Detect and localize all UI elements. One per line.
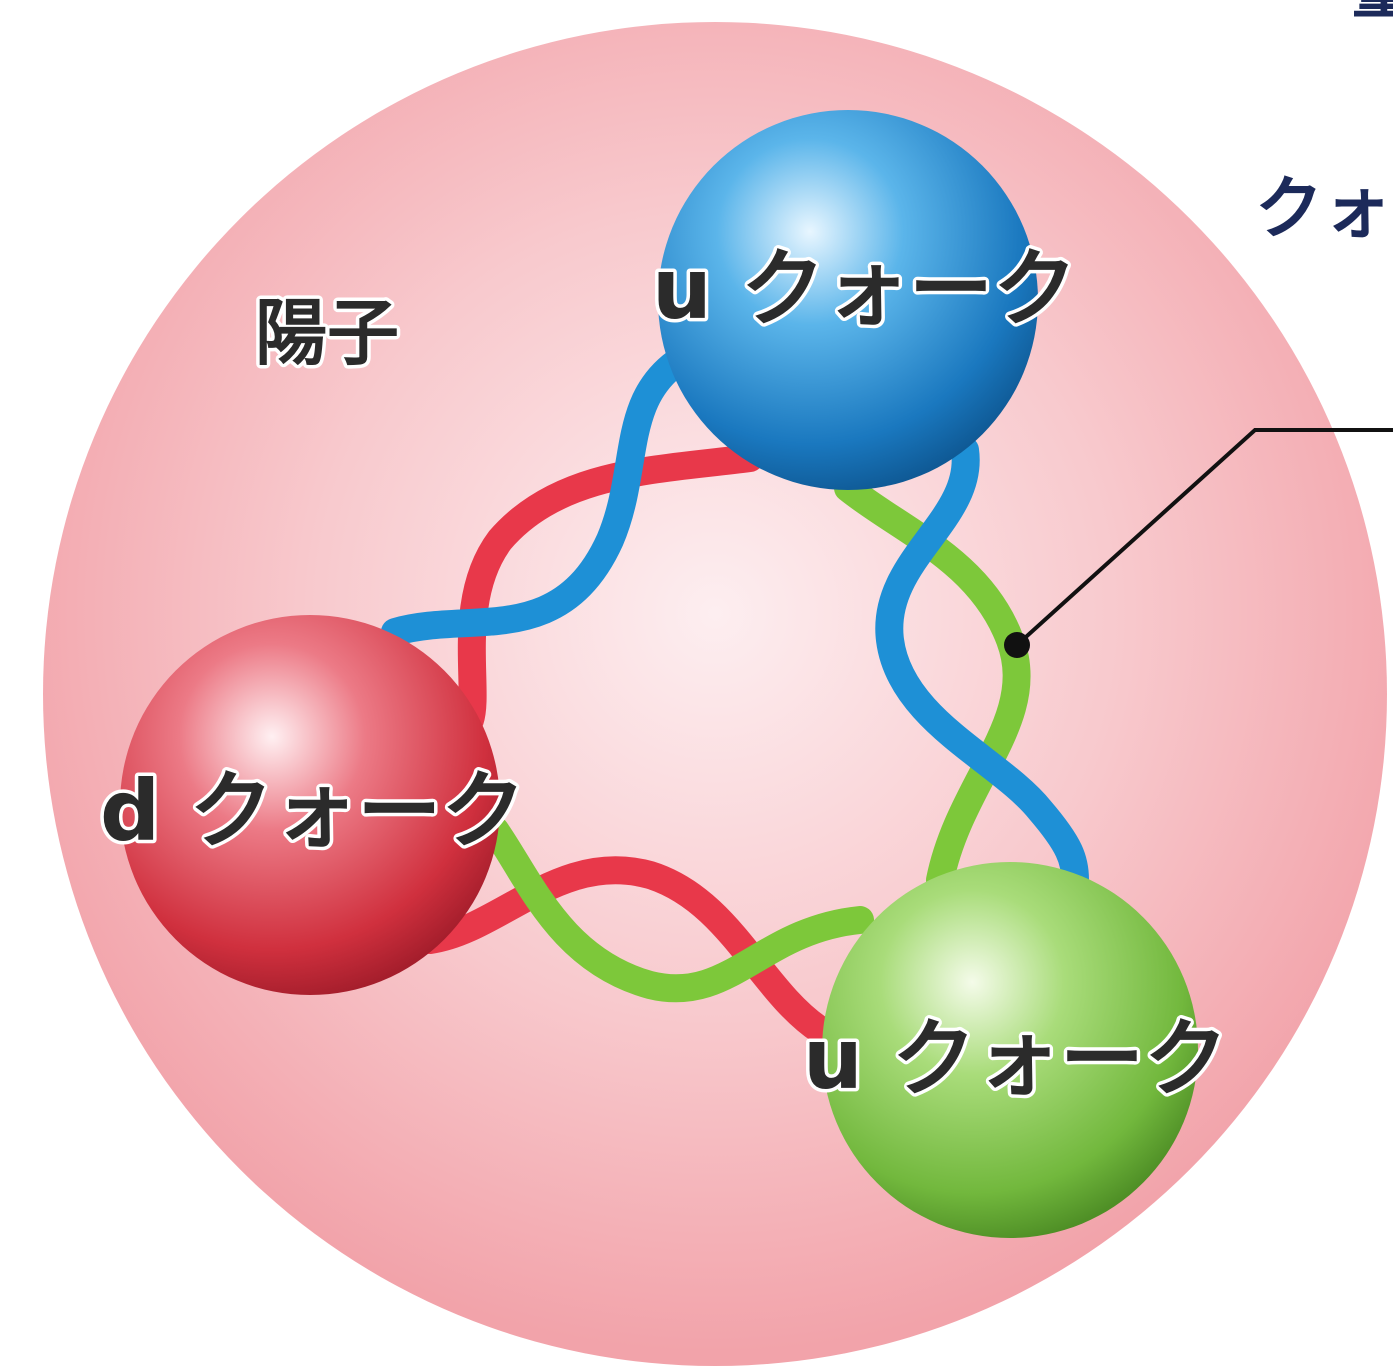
side-text-cut-middle: クォ	[1255, 170, 1391, 249]
string-blue-left-top	[381, 346, 694, 646]
quark-left-sphere	[120, 615, 500, 995]
proton-label: 陽子	[255, 291, 399, 375]
pointer-line	[1015, 428, 1393, 647]
string-red-left-right	[416, 856, 834, 1044]
pointer-dot	[1004, 632, 1030, 658]
side-text-cut-top: 量	[1352, 0, 1393, 28]
string-red-left-top	[456, 444, 764, 734]
quark-top-label: u クォーク	[652, 240, 1077, 338]
quark-top-sphere	[658, 110, 1038, 490]
quark-bottom-right-sphere	[822, 862, 1198, 1238]
pointer	[1004, 428, 1393, 658]
string-blue-top-right	[875, 436, 1089, 894]
string-green-left-right	[481, 816, 874, 1003]
quark-left-label: d クォーク	[100, 762, 525, 860]
quark-bottom-right-label: u クォーク	[803, 1010, 1228, 1108]
